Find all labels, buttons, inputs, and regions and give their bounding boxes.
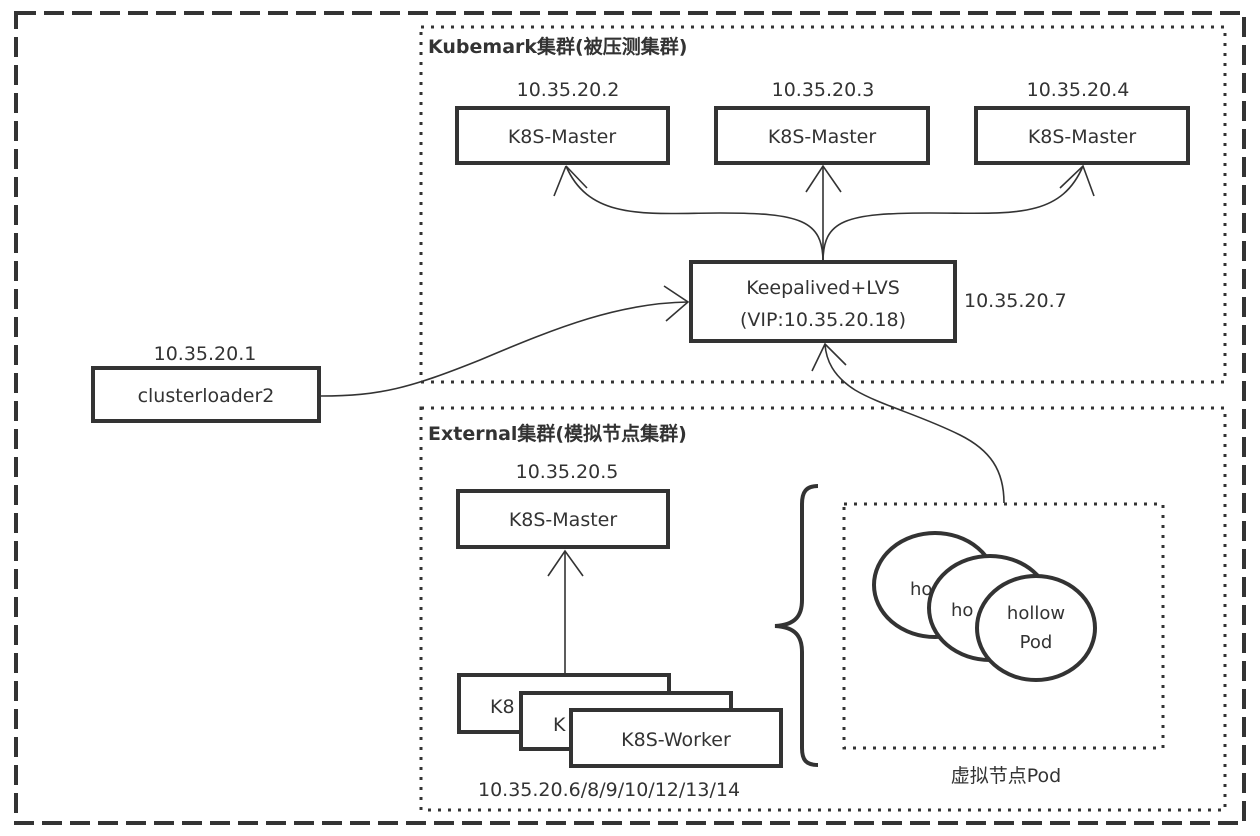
clusterloader2-node[interactable]: 10.35.20.1 clusterloader2 <box>91 343 321 423</box>
external-master[interactable]: 10.35.20.5 K8S-Master <box>456 461 670 549</box>
master-3-ip: 10.35.20.4 <box>1027 79 1130 101</box>
external-master-box <box>456 489 670 549</box>
edge-clusterloader2-lvs <box>320 301 689 397</box>
external-master-label: K8S-Master <box>509 509 618 531</box>
hollow-pod-label-3a: hollow <box>1007 603 1065 624</box>
arrowhead-master-1 <box>553 165 588 197</box>
kubemark-cluster-title: Kubemark集群(被压测集群) <box>428 35 687 58</box>
worker-stack[interactable]: K8 K K8S-Worker <box>457 673 783 768</box>
keepalived-lvs-vip: (VIP:10.35.20.18) <box>740 309 906 331</box>
master-1-ip: 10.35.20.2 <box>517 79 620 101</box>
arrowhead-lvs-bottom <box>811 342 847 372</box>
edge-lvs-master-1 <box>565 165 824 263</box>
master-1-box <box>455 106 670 165</box>
workers-ip-list: 10.35.20.6/8/9/10/12/13/14 <box>478 779 740 801</box>
arrowhead-master-2 <box>805 164 842 193</box>
kubemark-cluster-boundary <box>419 25 1227 384</box>
clusterloader2-label: clusterloader2 <box>138 385 275 407</box>
external-cluster-title: External集群(模拟节点集群) <box>428 422 687 445</box>
external-cluster-boundary <box>419 406 1227 812</box>
worker-box-3 <box>569 708 783 768</box>
edge-hollowpods-lvs <box>824 343 1005 504</box>
external-cluster: External集群(模拟节点集群) 10.35.20.5 K8S-Master… <box>419 406 1227 812</box>
master-3-label: K8S-Master <box>1028 126 1137 148</box>
edge-lvs-master-3 <box>822 165 1084 263</box>
hollow-pod-boundary <box>842 502 1165 750</box>
master-2-label: K8S-Master <box>768 126 877 148</box>
master-2-ip: 10.35.20.3 <box>772 79 875 101</box>
kubemark-cluster: Kubemark集群(被压测集群) 10.35.20.2 K8S-Master … <box>419 25 1227 384</box>
arrowhead-master-3 <box>1059 164 1095 197</box>
lvs-to-masters-connectors <box>553 164 1095 263</box>
worker-label-2: K <box>553 714 566 736</box>
arrowhead-external-master <box>547 549 584 577</box>
keepalived-lvs-label: Keepalived+LVS <box>746 277 900 299</box>
kubemark-master-1[interactable]: 10.35.20.2 K8S-Master <box>455 79 670 165</box>
clusterloader2-ip: 10.35.20.1 <box>154 343 257 365</box>
external-master-ip: 10.35.20.5 <box>516 461 619 483</box>
outer-boundary <box>14 11 1246 825</box>
kubemark-master-2[interactable]: 10.35.20.3 K8S-Master <box>714 79 930 165</box>
keepalived-lvs-box <box>689 260 957 343</box>
hollow-pod-group[interactable]: ho ho hollow Pod <box>842 502 1165 750</box>
worker-label-3: K8S-Worker <box>621 729 731 751</box>
clusterloader2-box <box>91 366 321 423</box>
master-1-label: K8S-Master <box>508 126 617 148</box>
keepalived-lvs-ip: 10.35.20.7 <box>964 290 1067 312</box>
hollow-pod-label-1: ho <box>910 579 932 600</box>
hollow-pod-label-2: ho <box>951 600 973 621</box>
kubemark-master-3[interactable]: 10.35.20.4 K8S-Master <box>974 79 1190 165</box>
keepalived-lvs[interactable]: Keepalived+LVS (VIP:10.35.20.18) <box>689 260 957 343</box>
arrowhead-lvs-left <box>663 285 690 322</box>
hollow-pod-ellipse-3 <box>975 574 1097 682</box>
brace-icon <box>774 484 819 767</box>
hollow-pod-caption: 虚拟节点Pod <box>951 765 1061 787</box>
master-3-box <box>974 106 1190 165</box>
hollow-pod-label-3b: Pod <box>1020 632 1053 653</box>
worker-label-1: K8 <box>490 696 515 718</box>
master-2-box <box>714 106 930 165</box>
